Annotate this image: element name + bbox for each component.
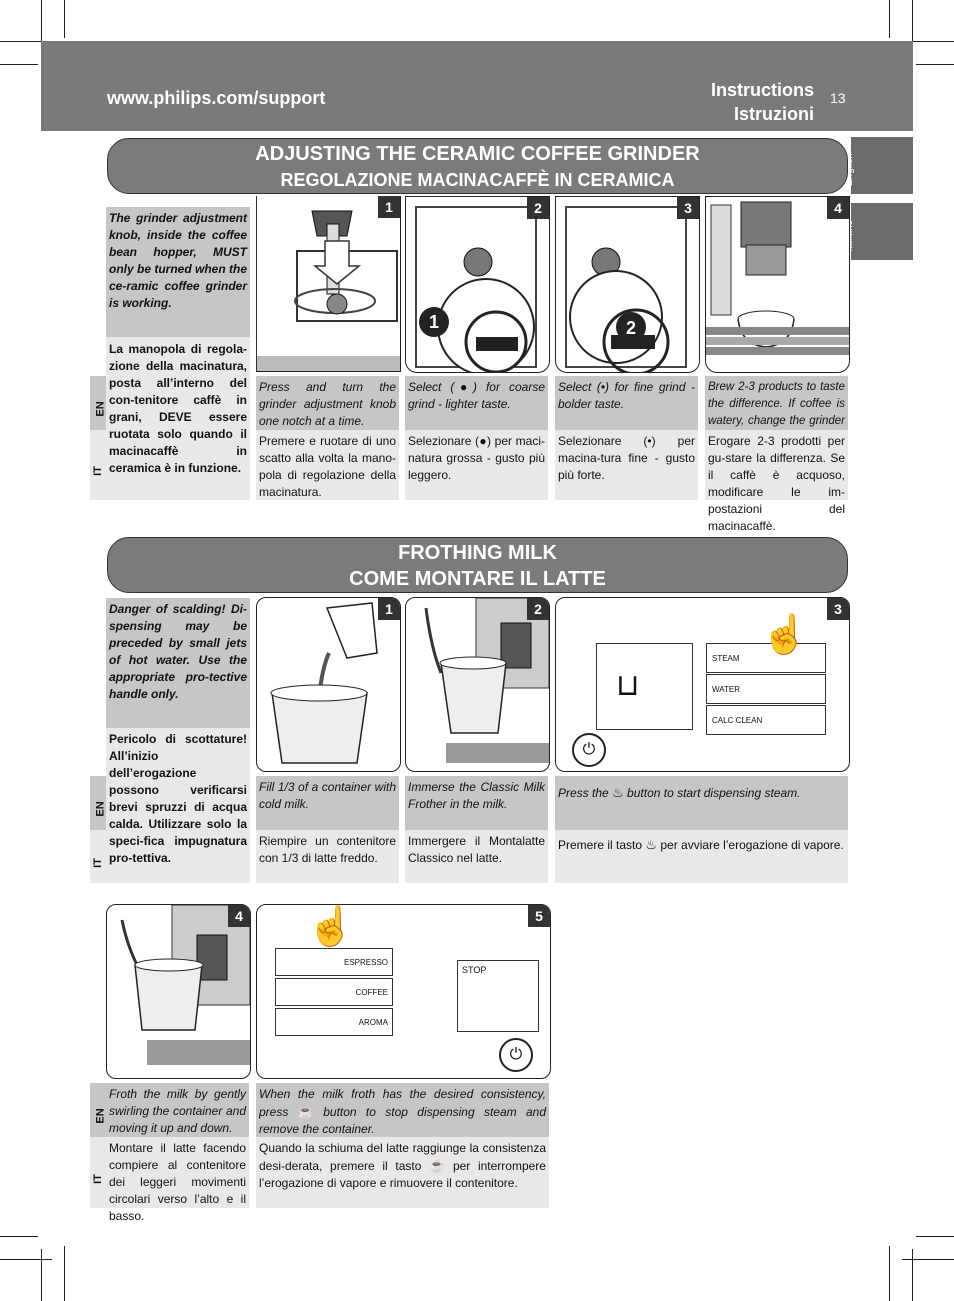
s1-step2-it: Selezionare (●) per maci-natura grossa -… xyxy=(405,430,548,500)
section1-title-en: ADJUSTING THE CERAMIC COFFEE GRINDER xyxy=(255,143,700,165)
display-stop-text: STOP xyxy=(462,965,487,975)
s1-step4-en: Brew 2-3 products to taste the differenc… xyxy=(705,376,848,444)
tab-italiano[interactable]: Italiano xyxy=(844,203,913,260)
s1-step3-en: Select (•) for fine grind - bolder taste… xyxy=(555,376,698,430)
section1-warning-en: The grinder adjustment knob, inside the … xyxy=(106,207,250,337)
memo-cup-icon: ☕ xyxy=(429,1158,446,1173)
steam-icon: ♨ xyxy=(645,837,658,852)
s1-step1-image: 1 xyxy=(256,196,401,372)
s2-step3-en: Press the ♨ button to start dispensing s… xyxy=(555,776,848,830)
step-number: 3 xyxy=(827,598,849,620)
s2-step4-image: 4 xyxy=(106,904,251,1079)
step-number: 2 xyxy=(527,598,549,620)
coffee-button[interactable]: COFFEE xyxy=(275,978,393,1006)
s1-step2-image: 2 1 xyxy=(405,196,550,373)
page-number: 13 xyxy=(830,90,846,106)
s2-step1-en: Fill 1/3 of a container with cold milk. xyxy=(256,776,399,830)
callout-1: 1 xyxy=(429,312,439,332)
lang-label-it: IT xyxy=(90,430,106,500)
section1-warning-it: La manopola di regola-zione della macina… xyxy=(106,337,250,500)
s1-step1-it: Premere e ruotare di uno scatto alla vol… xyxy=(256,430,399,500)
power-icon[interactable]: ⏻ xyxy=(572,733,606,767)
s2-step2-image: 2 xyxy=(405,597,550,772)
steam-button[interactable]: STEAM xyxy=(706,643,826,673)
lang-label-it: IT xyxy=(90,830,106,883)
title-en: Instructions xyxy=(710,80,814,100)
coarse-grind-illustration: 1 xyxy=(415,206,537,372)
s2-step1-it: Riempire un contenitore con 1/3 di latte… xyxy=(256,830,399,883)
s2-step4-it: Montare il latte facendo compiere al con… xyxy=(106,1137,249,1223)
froth-swirl-illustration xyxy=(120,905,250,1065)
display-screen xyxy=(596,643,693,730)
section2-title-en: FROTHING MILK xyxy=(398,542,557,564)
s2-step1-image: 1 xyxy=(256,597,401,772)
s1-step3-image: 3 2 xyxy=(555,196,700,373)
step-number: 1 xyxy=(378,196,400,218)
step-number: 2 xyxy=(527,197,549,219)
memo-cup-icon: ☕ xyxy=(297,1104,314,1119)
espresso-button[interactable]: ESPRESSO xyxy=(275,948,393,976)
power-icon[interactable]: ⏻ xyxy=(499,1038,533,1072)
s2-step5-en: When the milk froth has the desired cons… xyxy=(256,1083,549,1137)
tab-english[interactable]: English xyxy=(844,137,913,194)
callout-2: 2 xyxy=(626,318,636,338)
pointing-hand-icon: ☝ xyxy=(761,614,809,656)
s1-step1-en: Press and turn the grinder adjustment kn… xyxy=(256,376,399,430)
s2-step2-it: Immergere il Montalatte Classico nel lat… xyxy=(405,830,548,883)
s1-step2-en: Select (●) for coarse grind - lighter ta… xyxy=(405,376,548,430)
step-number: 1 xyxy=(378,598,400,620)
s1-step4-it: Erogare 2-3 prodotti per gu-stare la dif… xyxy=(705,430,848,533)
title-it: Istruzioni xyxy=(734,104,814,124)
immerse-frother-illustration xyxy=(424,598,549,763)
step-number: 4 xyxy=(827,197,849,219)
s2-step5-image: 5 ESPRESSO COFFEE AROMA STOP ⏻ ☝ xyxy=(256,904,551,1079)
brew-coffee-illustration xyxy=(706,201,849,355)
fine-grind-illustration: 2 xyxy=(565,206,687,372)
section1-banner: ADJUSTING THE CERAMIC COFFEE GRINDER REG… xyxy=(107,138,848,194)
s2-step3-it: Premere il tasto ♨ per avviare l’erogazi… xyxy=(555,830,848,883)
section2-warning-it: Pericolo di scottature! All’inizio dell’… xyxy=(106,728,250,883)
grinder-knob-illustration xyxy=(257,210,400,371)
s2-step4-en: Froth the milk by gently swirling the co… xyxy=(106,1083,249,1137)
header-title: Instructions Istruzioni xyxy=(711,78,814,126)
section2-title-it: COME MONTARE IL LATTE xyxy=(349,568,606,590)
steam-display-icon: ⊔ xyxy=(616,669,640,702)
steam-icon: ♨ xyxy=(612,785,624,800)
calc-clean-button[interactable]: CALC CLEAN xyxy=(706,705,826,735)
s1-step4-image: 4 xyxy=(705,196,850,373)
section2-banner: FROTHING MILK COME MONTARE IL LATTE xyxy=(107,537,848,593)
aroma-button[interactable]: AROMA xyxy=(275,1008,393,1036)
lang-label-it: IT xyxy=(90,1137,106,1208)
section2-warning-en: Danger of scalding! Di-spensing may be p… xyxy=(106,598,250,728)
s1-step3-it: Selezionare (•) per macina-tura fine - g… xyxy=(555,430,698,500)
water-button[interactable]: WATER xyxy=(706,674,826,704)
step-number: 4 xyxy=(228,905,250,927)
display-screen: STOP xyxy=(457,960,539,1032)
s2-step3-image: 3 ⊔ STEAM WATER CALC CLEAN ⏻ ☝ xyxy=(555,597,850,772)
pointing-hand-icon: ☝ xyxy=(307,906,355,948)
step-number: 5 xyxy=(528,905,550,927)
section1-title-it: REGOLAZIONE MACINACAFFÈ IN CERAMICA xyxy=(280,170,675,190)
lang-label-en: EN xyxy=(90,776,107,830)
s2-step2-en: Immerse the Classic Milk Frother in the … xyxy=(405,776,548,830)
s2-step5-it: Quando la schiuma del latte raggiunge la… xyxy=(256,1137,549,1208)
fill-milk-illustration xyxy=(270,602,378,764)
page-header xyxy=(41,41,913,131)
lang-label-en: EN xyxy=(90,1083,107,1137)
lang-label-en: EN xyxy=(90,376,107,430)
step-number: 3 xyxy=(677,197,699,219)
support-url[interactable]: www.philips.com/support xyxy=(107,88,326,108)
